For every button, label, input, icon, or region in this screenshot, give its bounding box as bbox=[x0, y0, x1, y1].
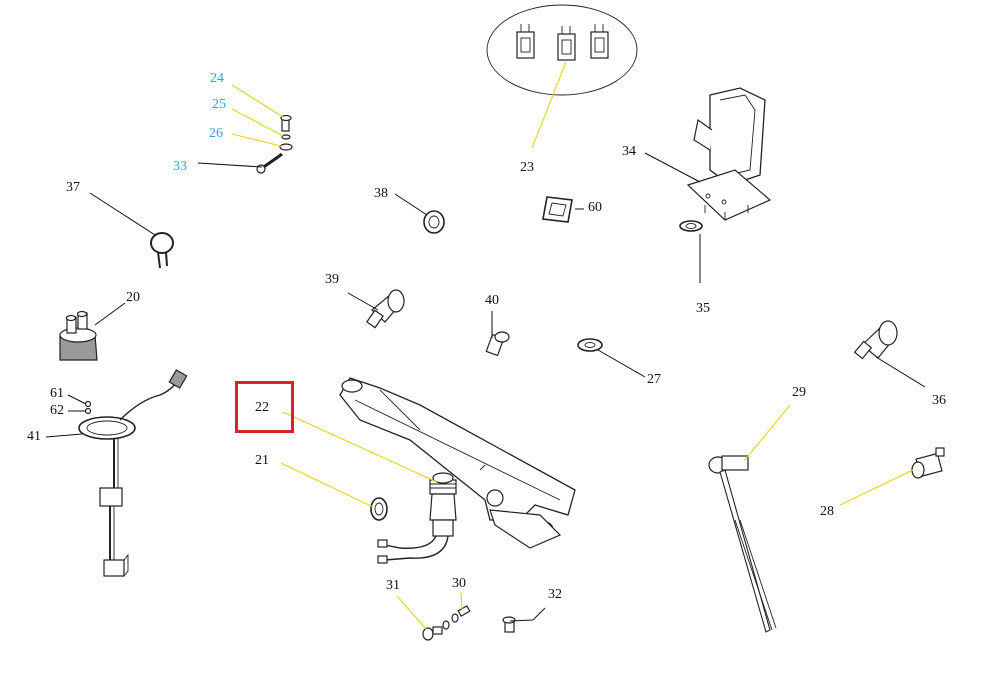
label-part-32[interactable]: 32 bbox=[548, 587, 562, 602]
part-38-grommet[interactable] bbox=[423, 210, 445, 234]
label-part-33[interactable]: 33 bbox=[173, 159, 187, 174]
part-27-nut[interactable] bbox=[577, 338, 603, 352]
label-part-31[interactable]: 31 bbox=[386, 578, 400, 593]
part-40-connector[interactable] bbox=[485, 331, 510, 357]
label-part-62[interactable]: 62 bbox=[50, 403, 64, 418]
label-part-23[interactable]: 23 bbox=[520, 160, 534, 175]
label-part-27[interactable]: 27 bbox=[647, 372, 661, 387]
part-23-switches[interactable] bbox=[486, 4, 638, 96]
part-arm-assembly bbox=[339, 377, 576, 549]
part-36-boot[interactable] bbox=[853, 320, 898, 360]
part-60-bracket[interactable] bbox=[542, 196, 573, 223]
part-24-26-fasteners[interactable] bbox=[256, 114, 293, 174]
label-part-37[interactable]: 37 bbox=[66, 180, 80, 195]
part-29-wiper[interactable] bbox=[708, 455, 777, 633]
part-35-washer[interactable] bbox=[679, 220, 703, 232]
label-part-26[interactable]: 26 bbox=[209, 126, 223, 141]
label-part-35[interactable]: 35 bbox=[696, 301, 710, 316]
part-21-grommet[interactable] bbox=[370, 497, 388, 521]
part-39-boot[interactable] bbox=[366, 289, 405, 329]
label-part-20[interactable]: 20 bbox=[126, 290, 140, 305]
label-part-41[interactable]: 41 bbox=[27, 429, 41, 444]
label-part-30[interactable]: 30 bbox=[452, 576, 466, 591]
part-41-fuel-sender[interactable] bbox=[78, 369, 188, 577]
label-part-28[interactable]: 28 bbox=[820, 504, 834, 519]
part-34-pedal[interactable] bbox=[686, 87, 772, 221]
label-part-61[interactable]: 61 bbox=[50, 386, 64, 401]
leader-lines bbox=[45, 152, 926, 622]
label-part-22[interactable]: 22 bbox=[255, 400, 269, 415]
label-part-29[interactable]: 29 bbox=[792, 385, 806, 400]
label-part-25[interactable]: 25 bbox=[212, 97, 226, 112]
part-22-pressure-switch[interactable] bbox=[377, 472, 457, 564]
part-37-clamp[interactable] bbox=[150, 232, 174, 269]
part-28-connector[interactable] bbox=[911, 447, 945, 479]
label-part-36[interactable]: 36 bbox=[932, 393, 946, 408]
part-30-31-32-fasteners[interactable] bbox=[422, 605, 516, 641]
label-part-21[interactable]: 21 bbox=[255, 453, 269, 468]
label-part-38[interactable]: 38 bbox=[374, 186, 388, 201]
label-part-60[interactable]: 60 bbox=[588, 200, 602, 215]
label-part-40[interactable]: 40 bbox=[485, 293, 499, 308]
selection-box bbox=[235, 381, 294, 433]
part-20-sensor[interactable] bbox=[59, 310, 98, 361]
label-part-39[interactable]: 39 bbox=[325, 272, 339, 287]
label-part-34[interactable]: 34 bbox=[622, 144, 636, 159]
label-part-24[interactable]: 24 bbox=[210, 71, 224, 86]
highlight-leader-lines bbox=[231, 61, 914, 630]
